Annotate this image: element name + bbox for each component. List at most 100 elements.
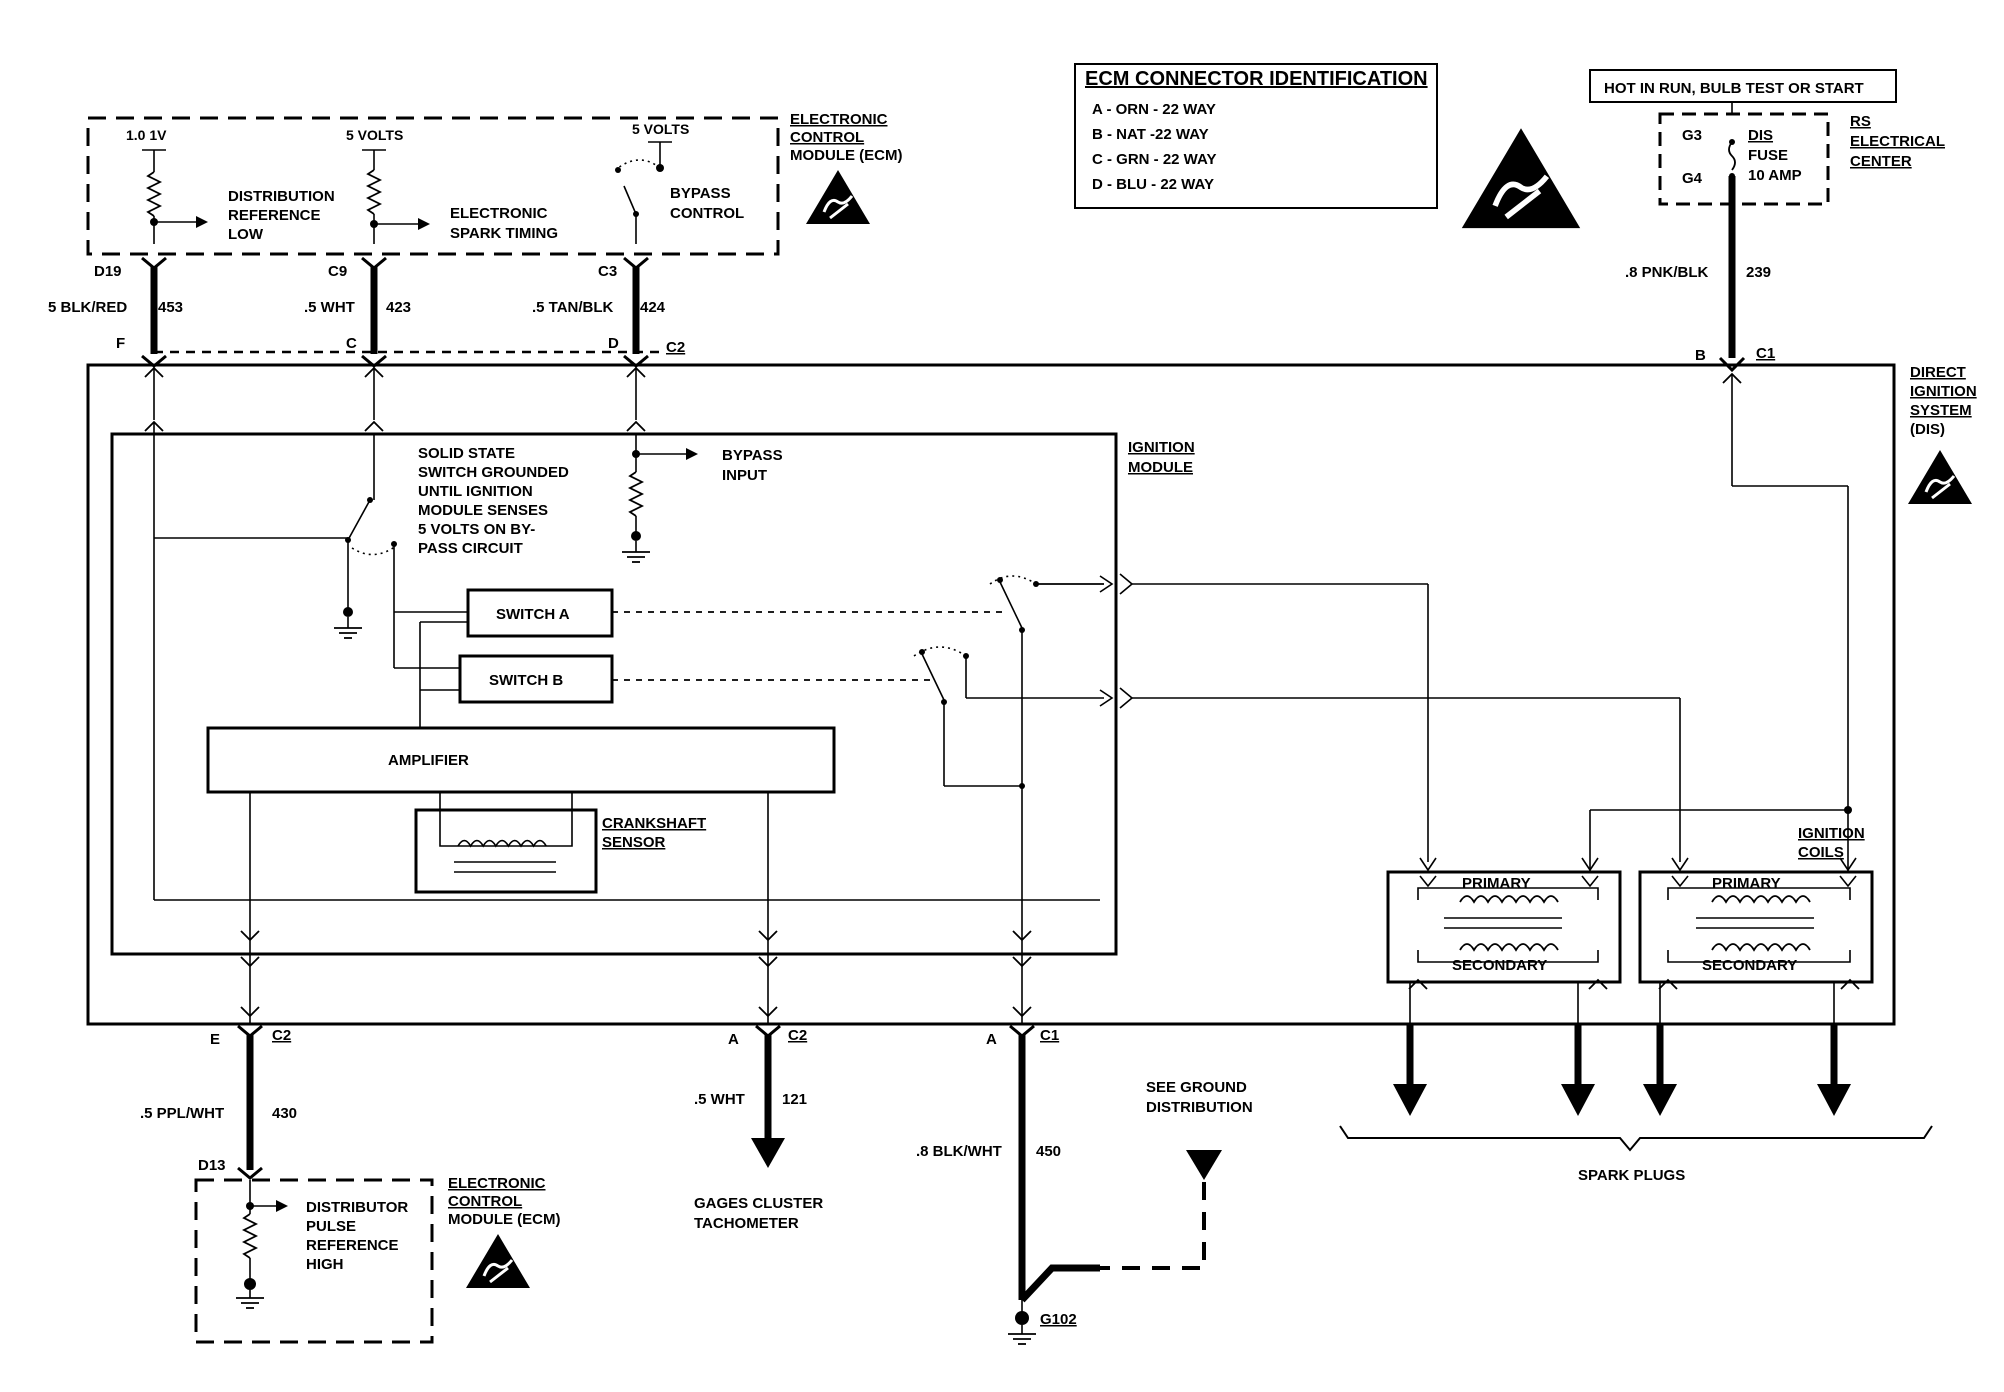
hot-in-run-label: HOT IN RUN, BULB TEST OR START [1604, 80, 1864, 97]
esd-warning-icon [1462, 128, 1580, 228]
rs-center-label-3: CENTER [1850, 153, 1912, 170]
rs-center-label-1: RS [1850, 113, 1871, 130]
bypass-control-1: BYPASS [670, 185, 731, 202]
ecm-top-label-2: CONTROL [790, 129, 864, 146]
dis-esd-icon [1906, 448, 1974, 506]
wire-424-letter: D [608, 335, 619, 352]
wire-450-circuit: 450 [1036, 1143, 1061, 1160]
ecm-bottom-label-2: CONTROL [448, 1193, 522, 1210]
ecm-connector-id-box: ECM CONNECTOR IDENTIFICATION A - ORN - 2… [1074, 63, 1438, 209]
wire-121-color: .5 WHT [694, 1091, 745, 1108]
wire-121-letter: A [728, 1031, 739, 1048]
wire-430-color: .5 PPL/WHT [140, 1105, 224, 1122]
wire-239-color: .8 PNK/BLK [1625, 264, 1709, 281]
wire-423-circuit: 423 [386, 299, 411, 316]
crank-label-1: CRANKSHAFT [602, 815, 706, 832]
ecm-connector-b: B - NAT -22 WAY [1092, 126, 1209, 143]
ecm-top-label-3: MODULE (ECM) [790, 147, 903, 164]
pin-c9: C9 [328, 263, 347, 280]
wire-450-connector: C1 [1040, 1027, 1059, 1044]
ecm-connector-a: A - ORN - 22 WAY [1092, 101, 1216, 118]
bypass-input-2: INPUT [722, 467, 767, 484]
ignition-coils-label-2: COILS [1798, 844, 1844, 861]
dis-label-1: DIRECT [1910, 364, 1966, 381]
ecm-connector-id-title: ECM CONNECTOR IDENTIFICATION [1085, 68, 1428, 90]
wire-239-circuit: 239 [1746, 264, 1771, 281]
wire-450-letter: A [986, 1031, 997, 1048]
hot-in-run-box: HOT IN RUN, BULB TEST OR START [1589, 69, 1897, 103]
switch-b-label: SWITCH B [489, 672, 563, 689]
wire-450-color: .8 BLK/WHT [916, 1143, 1002, 1160]
ecm-bottom-esd-icon [464, 1232, 532, 1290]
amplifier-label: AMPLIFIER [388, 752, 469, 769]
wire-430-circuit: 430 [272, 1105, 297, 1122]
wire-453-letter: F [116, 335, 125, 352]
ignition-coils-label-1: IGNITION [1798, 825, 1865, 842]
wire-239-pin: B [1695, 347, 1706, 364]
ground-distribution-arrow-icon [1186, 1150, 1222, 1180]
crankshaft-sensor: CRANKSHAFT SENSOR [414, 792, 706, 894]
coil-1-primary-label: PRIMARY [1462, 875, 1531, 892]
ecm-v2: 5 VOLTS [346, 127, 403, 143]
wire-423-letter: C [346, 335, 357, 352]
switch-b-box: SWITCH B [458, 654, 614, 704]
pulse-ref-4: HIGH [306, 1256, 344, 1273]
dist-ref-low-1: DISTRIBUTION [228, 188, 335, 205]
spark-plugs-brace [1339, 1125, 1933, 1152]
wire-453-circuit: 453 [158, 299, 183, 316]
pin-d19: D19 [94, 263, 122, 280]
wire-121-circuit: 121 [782, 1091, 807, 1108]
fuse-terminal-g3: G3 [1682, 127, 1702, 144]
coil-1: PRIMARY SECONDARY [1386, 870, 1622, 990]
note-line-1: SOLID STATE [418, 445, 515, 462]
connector-c2-top: C2 [666, 339, 685, 356]
ecm-connector-c: C - GRN - 22 WAY [1092, 151, 1216, 168]
wire-453-color: 5 BLK/RED [48, 299, 127, 316]
fuse-terminal-g4: G4 [1682, 170, 1703, 187]
dis-label-3: SYSTEM [1910, 402, 1972, 419]
pin-d13: D13 [198, 1157, 226, 1174]
spark-plug-wires [1393, 1024, 1851, 1116]
coil-2-secondary-label: SECONDARY [1702, 957, 1797, 974]
est-label-1: ELECTRONIC [450, 205, 548, 222]
pulse-ref-2: PULSE [306, 1218, 356, 1235]
wire-430-connector: C2 [272, 1027, 291, 1044]
dis-label-2: IGNITION [1910, 383, 1977, 400]
note-line-3: UNTIL IGNITION [418, 483, 533, 500]
rs-center-label-2: ELECTRICAL [1850, 133, 1945, 150]
ground-note-1: SEE GROUND [1146, 1079, 1247, 1096]
dist-ref-low-2: REFERENCE [228, 207, 321, 224]
coil-1-secondary-label: SECONDARY [1452, 957, 1547, 974]
dis-fuse-word: FUSE [1748, 147, 1788, 164]
amplifier-box: AMPLIFIER [206, 726, 836, 794]
tach-label-2: TACHOMETER [694, 1215, 799, 1232]
wire-424-circuit: 424 [640, 299, 666, 316]
rs-electrical-center: G3 G4 DIS FUSE 10 AMP RS ELECTRICAL CENT… [1658, 112, 1945, 206]
ground-note-2: DISTRIBUTION [1146, 1099, 1253, 1116]
pulse-ref-3: REFERENCE [306, 1237, 399, 1254]
ignition-module-label-1: IGNITION [1128, 439, 1195, 456]
switch-a-box: SWITCH A [466, 588, 614, 638]
solid-state-note: SOLID STATE SWITCH GROUNDED UNTIL IGNITI… [418, 445, 569, 557]
dis-label-4: (DIS) [1910, 421, 1945, 438]
pulse-ref-1: DISTRIBUTOR [306, 1199, 408, 1216]
dis-fuse-rating: 10 AMP [1748, 167, 1802, 184]
wire-430-letter: E [210, 1031, 220, 1048]
switch-a-label: SWITCH A [496, 606, 570, 623]
coil-2-primary-label: PRIMARY [1712, 875, 1781, 892]
ecm-bottom-label-3: MODULE (ECM) [448, 1211, 561, 1228]
note-line-6: PASS CIRCUIT [418, 540, 523, 557]
note-line-4: MODULE SENSES [418, 502, 548, 519]
ground-g102: G102 [1040, 1311, 1077, 1328]
wire-424-color: .5 TAN/BLK [532, 299, 614, 316]
pin-c3: C3 [598, 263, 617, 280]
crank-label-2: SENSOR [602, 834, 666, 851]
est-label-2: SPARK TIMING [450, 225, 558, 242]
ecm-top-label-1: ELECTRONIC [790, 111, 888, 128]
ecm-top-esd-icon [804, 168, 872, 226]
bypass-input-1: BYPASS [722, 447, 783, 464]
fuse-icon [1728, 141, 1736, 171]
ignition-module-label-2: MODULE [1128, 459, 1193, 476]
ecm-bottom-box: DISTRIBUTOR PULSE REFERENCE HIGH ELECTRO… [194, 1175, 561, 1344]
